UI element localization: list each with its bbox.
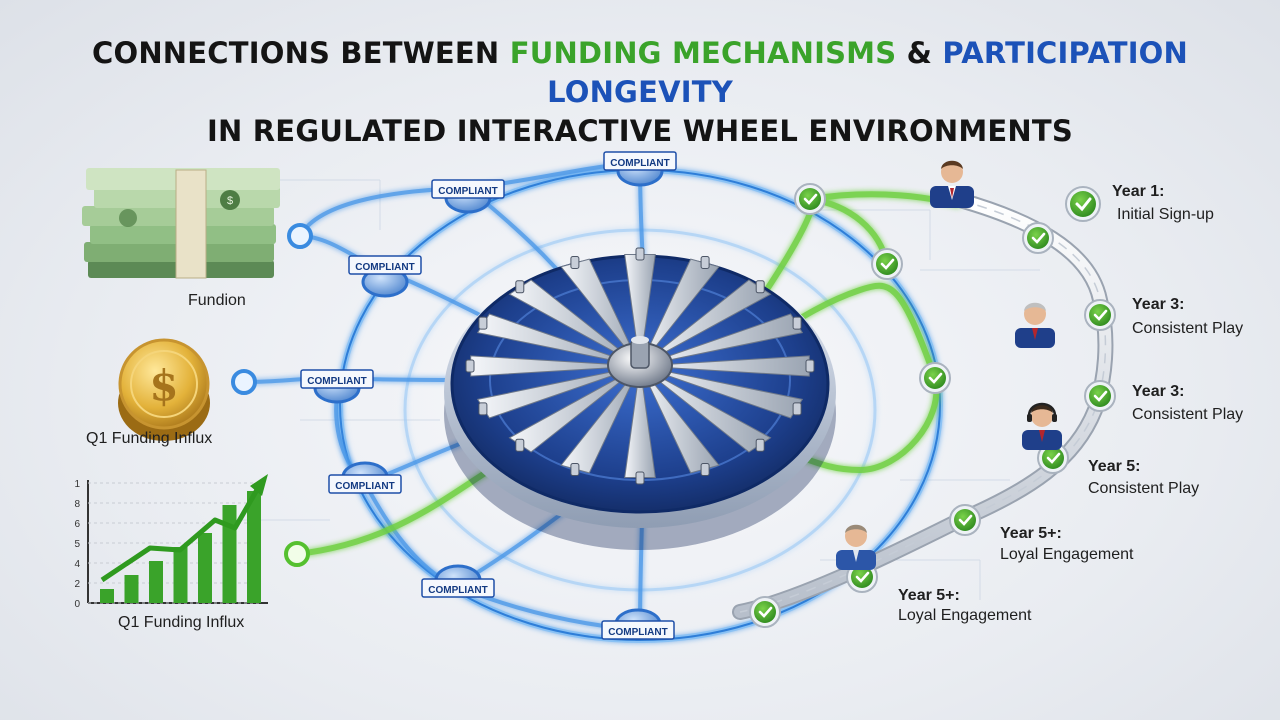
check-icon [1084,299,1116,331]
mini-chart-bar [173,547,188,603]
check-icon [749,596,781,628]
timeline-labels: Year 1: Initial Sign-up Year 3: Consiste… [898,183,1243,624]
wheel-peg [755,438,765,452]
check-icon [871,248,903,280]
compliant-label: COMPLIANT [335,481,394,492]
wheel-peg [465,359,475,373]
wheel-peg [805,359,815,373]
compliance-node: COMPLIANT [603,151,677,187]
compliance-nodes: COMPLIANT COMPLIANT COMPLIANT COMPLIANT … [300,151,677,640]
mini-chart-bar [222,505,237,603]
compliant-label: COMPLIANT [610,158,669,169]
check-icon [919,362,951,394]
compliance-node: COMPLIANT [300,369,374,404]
mini-chart-bar [247,491,261,603]
title-line-2: IN REGULATED INTERACTIVE WHEEL ENVIRONME… [207,114,1073,148]
mini-chart-tick-label: 8 [74,499,80,510]
compliance-node: COMPLIANT [601,608,675,640]
check-icon [949,504,981,536]
compliance-node: COMPLIANT [348,255,422,298]
checkpoints [749,183,1116,628]
avatar-icon [1015,302,1055,348]
wheel-peg [570,256,580,269]
funding-source-label: Fundion [188,292,246,309]
timeline-desc: Initial Sign-up [1117,206,1214,223]
wheel-peg [792,316,802,330]
compliance-node: COMPLIANT [328,461,402,494]
funding-entry-dots [231,223,313,567]
title-line-1: CONNECTIONS BETWEEN FUNDING MECHANISMS &… [91,36,1189,109]
mini-chart-bar [124,575,139,603]
title-participation-longevity: PARTICIPATION LONGEVITY [547,36,1189,109]
cash-entry-node [287,223,313,249]
mini-chart-bar [198,533,212,603]
wheel-peg [755,280,765,294]
compliant-label: COMPLIANT [438,186,497,197]
chart-entry-node [284,541,310,567]
wheel-peg [478,402,488,416]
timeline-desc: Loyal Engagement [1000,546,1134,563]
svg-text:$: $ [227,195,233,207]
title-funding-mechanisms: FUNDING MECHANISMS [509,36,897,70]
avatar-headset-icon [1022,402,1062,450]
avatar-icon [930,160,974,208]
timeline-year: Year 5+: [898,587,960,604]
svg-text:$: $ [149,361,178,410]
circuit-background [230,179,1040,600]
growth-chart-icon: 1 8 6 5 4 2 0 [74,474,268,610]
timeline-year: Year 1: [1112,183,1164,200]
timeline-desc: Consistent Play [1088,480,1199,497]
funding-source-label: Q1 Funding Influx [86,430,212,447]
compliant-label: COMPLIANT [355,262,414,273]
regulated-wheel [444,247,836,550]
mini-chart-tick-label: 6 [74,519,80,530]
timeline-year: Year 3: [1132,296,1184,313]
mini-chart-tick-label: 1 [74,479,80,490]
mini-chart-tick-label: 2 [74,579,80,590]
wheel-peg [700,463,710,476]
funding-source-label: Q1 Funding Influx [118,614,244,631]
wheel-peg [700,256,710,269]
timeline-desc: Consistent Play [1132,320,1243,337]
growth-trend-arrow [100,486,261,583]
timeline-desc: Loyal Engagement [898,607,1032,624]
diagram-title: CONNECTIONS BETWEEN FUNDING MECHANISMS &… [0,34,1280,151]
mini-chart-bar [100,589,114,603]
wheel-peg [570,463,580,476]
compliant-label: COMPLIANT [608,627,667,638]
compliance-node: COMPLIANT [421,564,495,598]
coin-entry-node [231,369,257,395]
check-icon [1022,222,1054,254]
mini-chart-tick-label: 5 [74,539,80,550]
wheel-peg [515,438,525,452]
growth-arrow-head [250,474,268,496]
mini-chart-bar [149,561,163,603]
check-icon [1084,380,1116,412]
compliant-label: COMPLIANT [307,376,366,387]
timeline-year: Year 3: [1132,383,1184,400]
mini-chart-tick-label: 0 [74,599,80,610]
avatar-icon [836,524,876,570]
compliance-node: COMPLIANT [431,179,505,214]
wheel-peg [515,280,525,294]
wheel-peg [792,402,802,416]
dollar-coin-icon: $ [118,338,210,441]
timeline-desc: Consistent Play [1132,406,1243,423]
mini-chart-tick-label: 4 [74,559,80,570]
cash-stack-icon: $ [82,168,280,279]
wheel-spokes [465,247,815,485]
check-icon [1065,186,1101,222]
wheel-peg [478,316,488,330]
wheel-peg [635,471,645,485]
wheel-hub-post [630,339,650,369]
compliant-label: COMPLIANT [428,585,487,596]
timeline-year: Year 5+: [1000,525,1062,542]
timeline-year: Year 5: [1088,458,1140,475]
wheel-peg [635,247,645,261]
mini-chart-y-ticks: 1 8 6 5 4 2 0 [74,479,80,610]
check-icon [794,183,826,215]
participant-avatars [836,160,1062,570]
